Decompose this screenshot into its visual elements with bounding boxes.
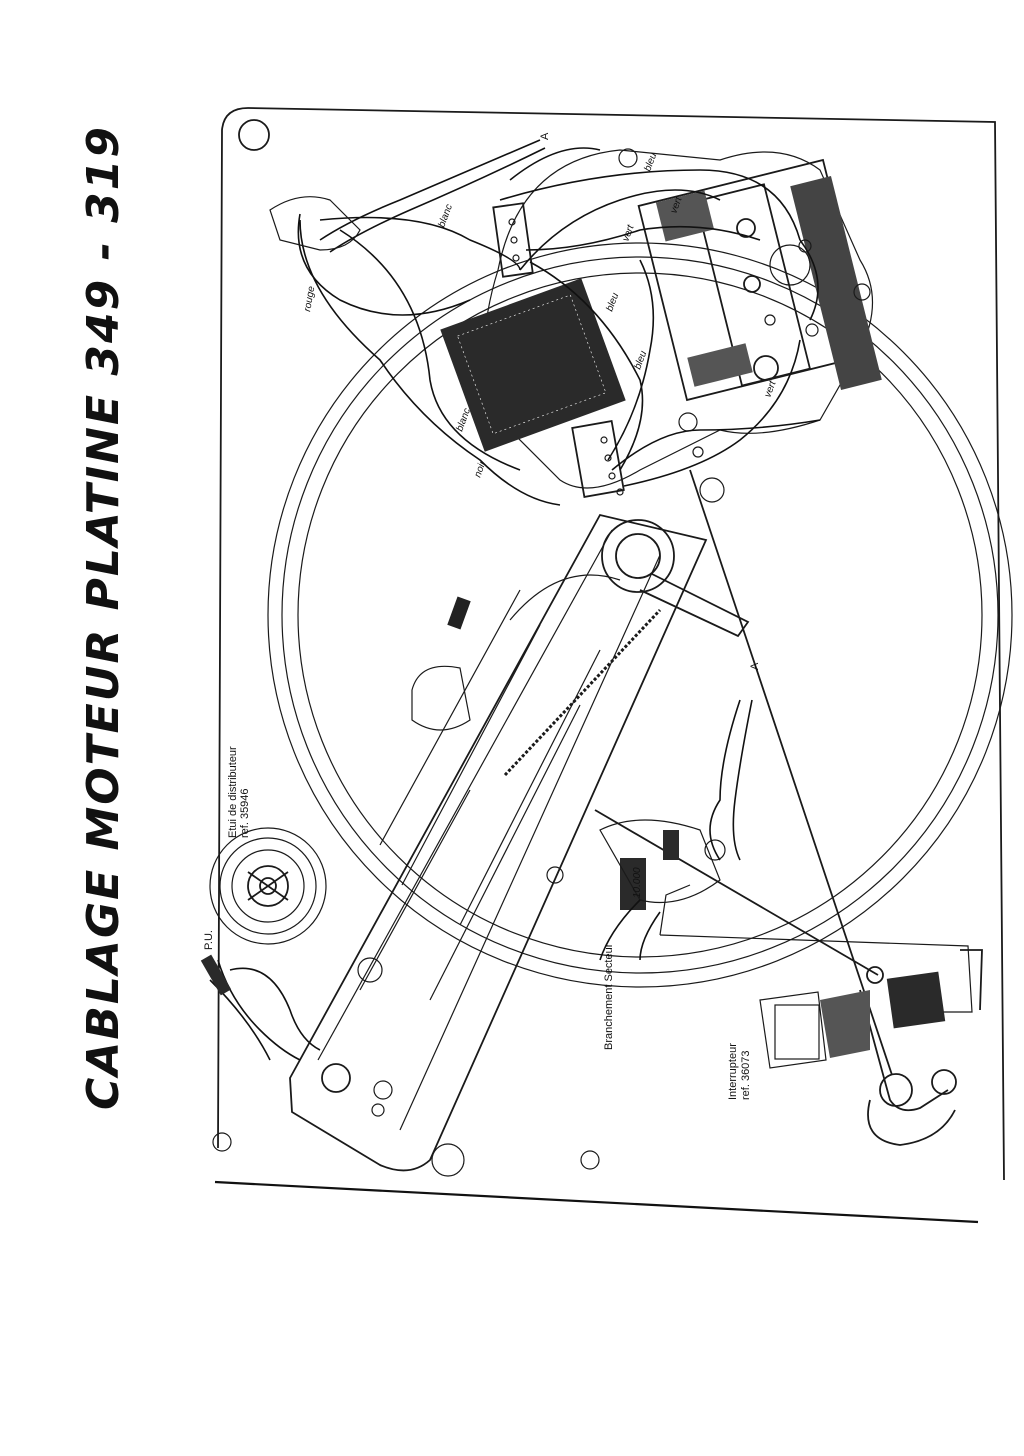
deck-hole-top-mid [618, 148, 638, 168]
point-a-top-text: A [539, 132, 551, 140]
bottom-rule [214, 1180, 979, 1224]
mains-wire-2 [639, 911, 661, 961]
interrupteur-label-line1: Interrupteur [727, 1043, 739, 1100]
wire-label-vert-low: vert [762, 378, 778, 399]
chassis-bar [289, 513, 708, 1177]
ground-plate-left [269, 196, 361, 251]
pu-label: P.U. [203, 930, 215, 950]
deck-hole-bottom-mid [580, 1150, 600, 1170]
terminal-strip-lower [571, 420, 625, 498]
terminal-strip-upper [492, 202, 534, 278]
mains-harness [709, 699, 741, 861]
wire-label-blanc-low: blanc [454, 407, 473, 433]
wire-label-noir: noir [472, 459, 488, 479]
interrupteur-label-line2: ref. 36073 [740, 1050, 752, 1100]
motor-wiring [297, 139, 821, 506]
switch-label-text: 10.000 [632, 867, 643, 898]
switch-label-badge: 10.000 [632, 867, 643, 898]
wire-label-blanc-top: blanc [436, 203, 455, 229]
svg-text:blanc: blanc [454, 407, 473, 433]
spring-block [447, 596, 471, 630]
distributor-case [209, 827, 327, 945]
svg-text:noir: noir [472, 459, 488, 479]
point-a-top: A [539, 132, 551, 140]
control-rod [689, 469, 893, 1076]
interrupteur-label: Interrupteur ref. 36073 [727, 1043, 752, 1100]
svg-text:rouge: rouge [302, 285, 317, 313]
title-text: CABLAGE MOTEUR PLATINE 349 - 319 [78, 125, 129, 1110]
control-rod-2 [594, 809, 879, 976]
branchement-label-text: Branchement Secteur [603, 943, 615, 1050]
point-a-mid: A [749, 662, 761, 670]
deck-hole-top-left [238, 119, 270, 151]
etui-label: Etui de distributeur ref. 35946 [227, 746, 251, 838]
svg-text:blanc: blanc [436, 203, 455, 229]
etui-label-line2: ref. 35946 [239, 788, 251, 838]
svg-text:vert: vert [620, 222, 636, 243]
mains-harness-2 [732, 699, 753, 861]
etui-label-line1: Etui de distributeur [227, 746, 239, 838]
pickup-wiring [200, 954, 321, 1061]
cradle-left [411, 665, 471, 731]
wire-label-rouge: rouge [302, 285, 317, 313]
deck-hole-bottom-left [212, 1132, 232, 1152]
mains-wire-1 [599, 899, 641, 961]
motor-assembly [440, 149, 882, 503]
branchement-label: Branchement Secteur [603, 943, 615, 1050]
cradle-arc [509, 574, 621, 621]
wire-label-bleu-mid: bleu [604, 291, 621, 313]
deck-outline [217, 107, 1005, 1181]
wire-label-vert-2: vert [620, 222, 636, 243]
tension-spring [503, 608, 662, 777]
diagram-title: CABLAGE MOTEUR PLATINE 349 - 319 [78, 125, 129, 1110]
wire-label-bleu-top: bleu [642, 151, 659, 173]
svg-text:bleu: bleu [604, 291, 621, 313]
switch-assembly [599, 819, 983, 1146]
pu-label-text: P.U. [203, 930, 215, 950]
svg-text:vert: vert [762, 378, 778, 399]
point-a-mid-text: A [749, 662, 761, 670]
svg-text:bleu: bleu [642, 151, 659, 173]
